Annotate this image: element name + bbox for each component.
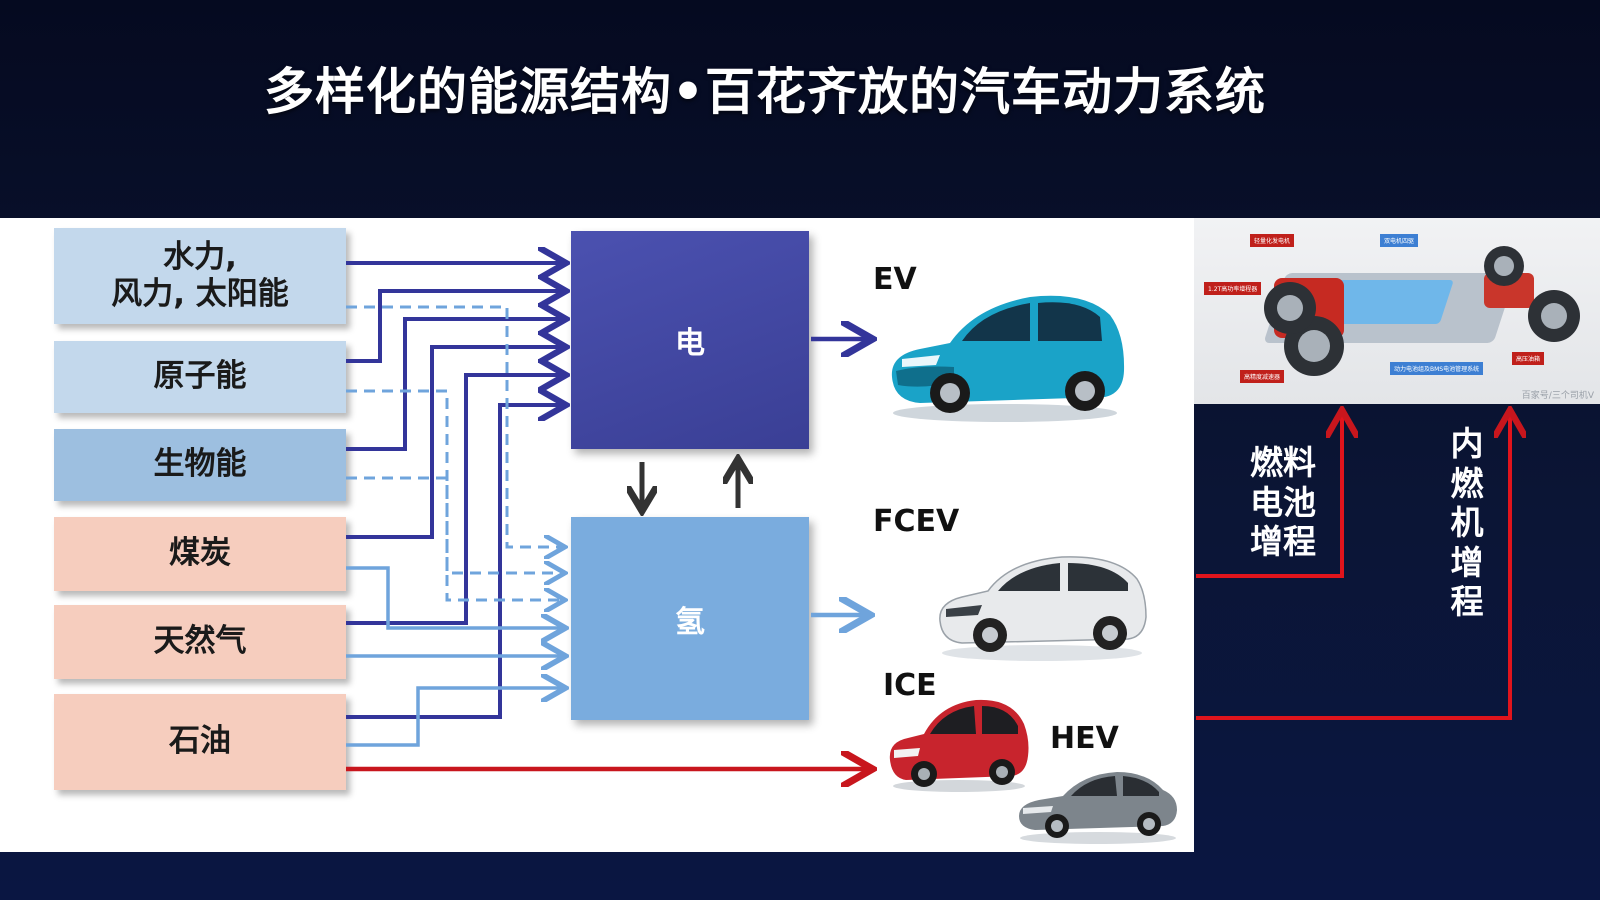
ev-car-image [891,295,1125,422]
arrow-renewable-h2 [346,305,562,547]
ice-range-line [1196,414,1510,720]
dashed-arrows-to-hydrogen [346,305,562,600]
arrow-coal-elec [346,347,562,539]
label-ice-range-extender: 内燃机增程 [1450,424,1484,622]
page-title: 多样化的能源结构•百花齐放的汽车动力系统 [264,63,1266,121]
ice-car-image [889,699,1029,792]
source-biomass: 生物能 [54,429,346,501]
arrow-oil-elec [346,405,562,719]
arrow-nuclear-elec [346,291,562,363]
hub-electricity: 电 [571,231,809,449]
source-coal: 煤炭 [54,517,346,591]
label-ice: ICE [883,668,937,703]
chassis-tag-range-extender: 1.2T高功率增程器 [1204,282,1262,295]
source-nuclear: 原子能 [54,341,346,413]
hub-hydrogen: 氢 [571,517,809,720]
arrow-biomass-elec [346,319,562,451]
range-extender-lines [1196,414,1510,720]
label-fuel-cell-range-extender: 燃料 电池 增程 [1250,443,1316,562]
arrow-biomass-h2 [346,476,562,600]
chassis-tag-dual-motor: 双电机四驱 [1380,234,1419,247]
arrow-coal-h2 [346,566,562,628]
source-natural-gas: 天然气 [54,605,346,679]
source-oil: 石油 [54,694,346,790]
arrow-gas-elec [346,375,562,625]
label-hev: HEV [1050,721,1119,756]
arrows-to-hydrogen [346,566,562,747]
chassis-tag-generator: 轻量化发电机 [1250,234,1295,247]
label-fcev: FCEV [873,504,960,539]
arrow-oil-h2 [346,688,562,747]
chassis-tag-fuel-tank: 高压油箱 [1512,352,1545,365]
arrows-to-electricity [346,263,562,719]
chassis-tag-reducer: 高精度减速器 [1240,370,1285,383]
fuel-cell-range-line [1196,414,1342,578]
chassis-tag-battery: 动力电池组及BMS电池管理系统 [1390,362,1484,375]
hev-car-image [1019,772,1177,844]
chassis-watermark: 百家号/三个司机V [1521,391,1594,401]
chassis-illustration [1264,246,1580,376]
label-ev: EV [873,262,917,297]
source-renewable: 水力, 风力, 太阳能 [54,228,346,324]
fcev-car-image [939,556,1147,661]
chassis-image: 轻量化发电机 双电机四驱 1.2T高功率增程器 高压油箱 高精度减速器 动力电池… [1194,218,1600,404]
